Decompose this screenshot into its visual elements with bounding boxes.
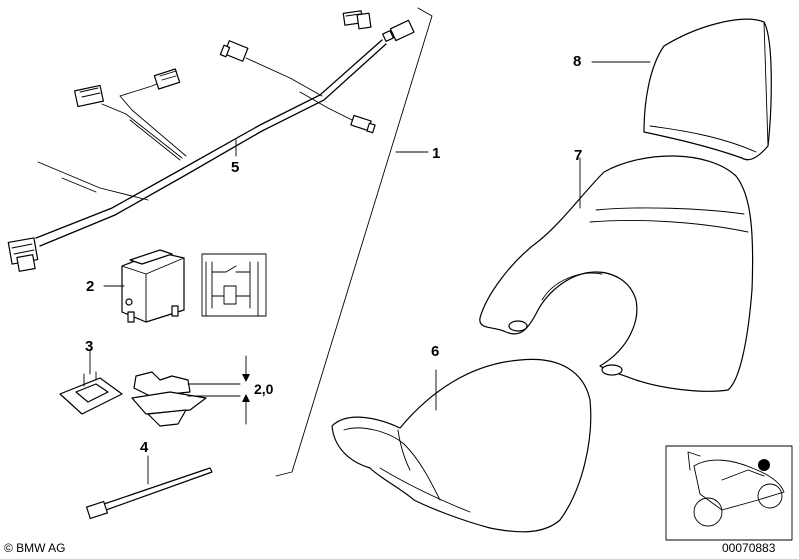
rear-seat [479,155,754,392]
harness-connector-left-upper [219,40,249,62]
rivet-clip [131,371,241,427]
copyright-text: © BMW AG [4,541,66,555]
relay [103,249,185,323]
dimension-marker [242,355,250,425]
harness-connector-mid-2 [74,84,104,108]
diagram-number: 00070883 [722,541,776,555]
cable-holder [59,349,123,415]
callout-6: 6 [431,343,439,360]
harness-connector-top-2 [382,19,415,42]
harness-connector-mid-1 [153,68,181,90]
callout-4: 4 [140,439,149,456]
harness-connector-top-1 [342,10,372,30]
cable-tie [85,455,213,520]
harness-connector-small [350,114,376,134]
callout-5: 5 [231,159,239,176]
wiring-harness [35,39,387,247]
callout-3: 3 [85,338,93,355]
callout-8: 8 [573,53,581,70]
backrest-pad [591,18,772,161]
front-seat [331,358,592,533]
motorcycle-icon [665,445,793,541]
divider-line [275,7,433,477]
dimension-label: 2,0 [254,381,274,397]
callout-2: 2 [86,278,94,295]
callout-7: 7 [574,147,582,164]
relay-schematic-icon [201,253,267,317]
callout-1: 1 [432,145,440,162]
harness-connector-bottom-left [7,237,39,272]
